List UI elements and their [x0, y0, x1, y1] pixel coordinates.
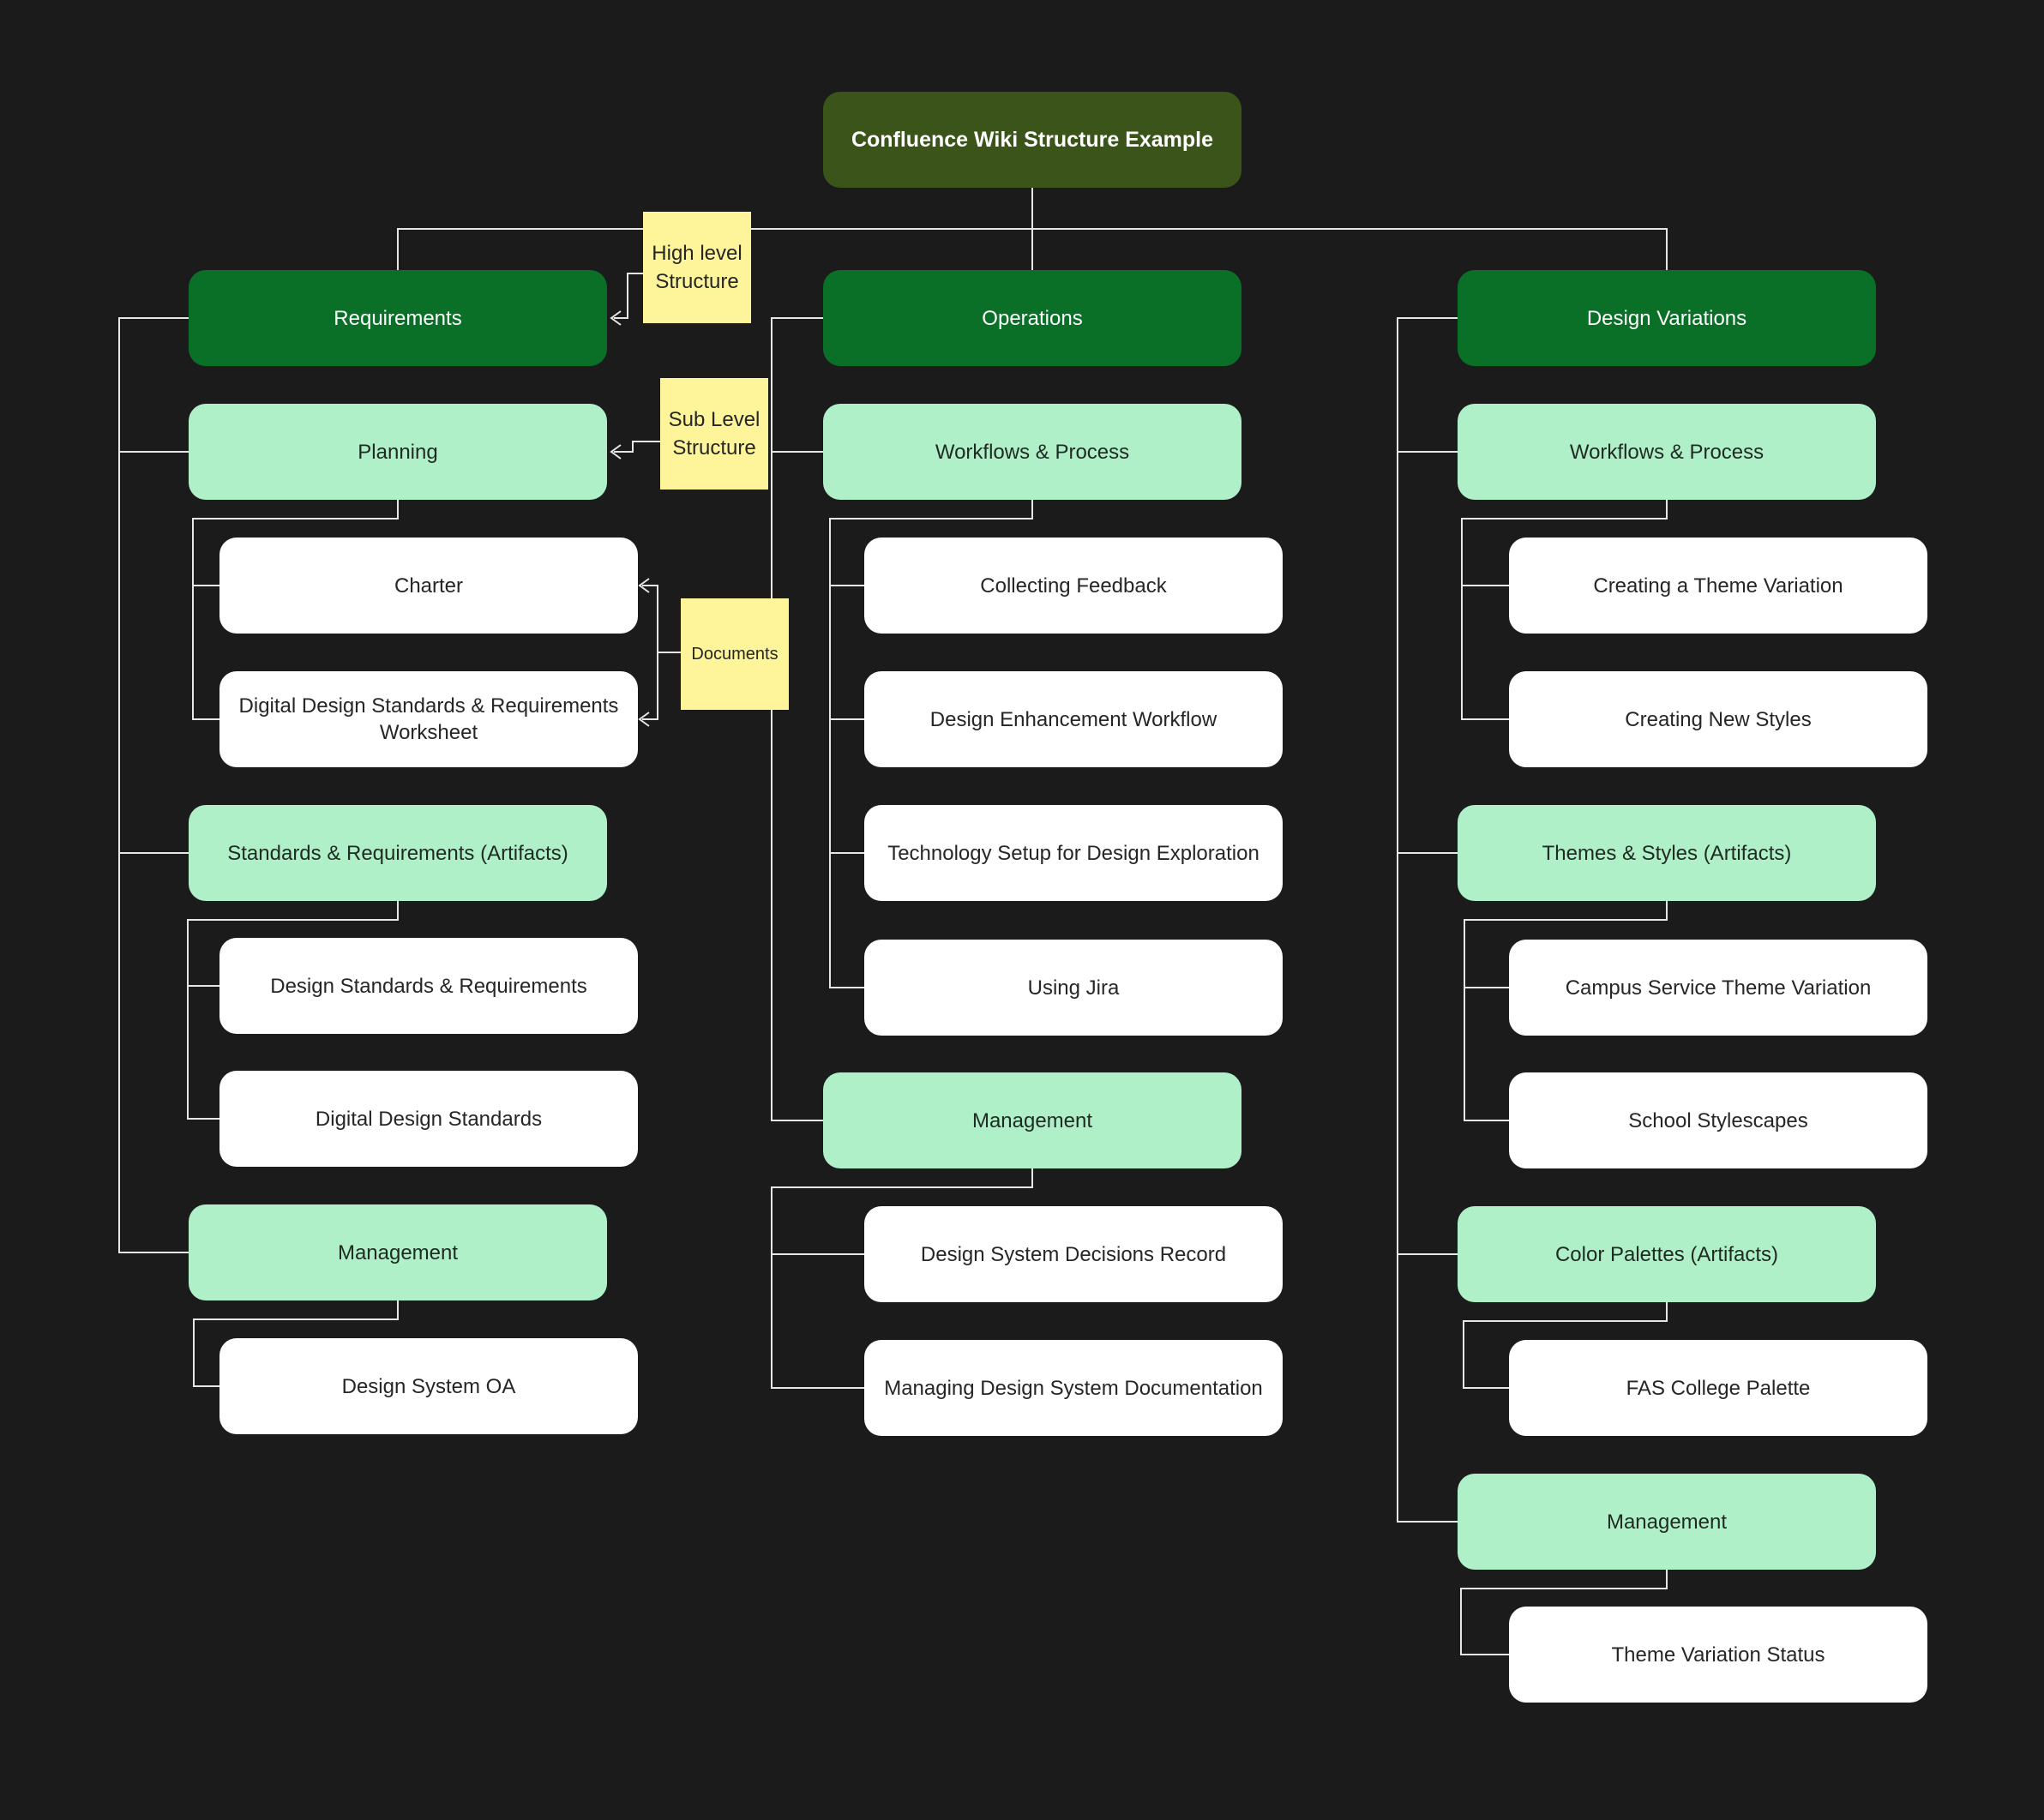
branch-operations[interactable]: Operations — [823, 270, 1241, 366]
page-creating-theme-variation[interactable]: Creating a Theme Variation — [1509, 538, 1927, 634]
branch-requirements[interactable]: Requirements — [189, 270, 607, 366]
page-digital-design-standards[interactable]: Digital Design Standards — [219, 1071, 638, 1167]
connector-requirements-sections — [118, 317, 189, 1253]
sticky-sub-level-structure[interactable]: Sub Level Structure — [660, 378, 768, 490]
sticky-documents[interactable]: Documents — [681, 598, 789, 710]
page-design-system-oa[interactable]: Design System OA — [219, 1338, 638, 1434]
page-using-jira[interactable]: Using Jira — [864, 940, 1283, 1036]
connector-dv-palettes-docs — [1463, 1302, 1668, 1389]
page-design-enhancement-workflow[interactable]: Design Enhancement Workflow — [864, 671, 1283, 767]
annotation-arrow-sub-level-head — [610, 444, 622, 460]
annotation-arrow-high-level — [614, 273, 643, 319]
connector-planning-docs — [192, 500, 399, 720]
page-theme-variation-status[interactable]: Theme Variation Status — [1509, 1607, 1927, 1703]
annotation-arrow-high-level-head — [610, 310, 622, 326]
section-planning[interactable]: Planning — [189, 404, 607, 500]
page-school-stylescapes[interactable]: School Stylescapes — [1509, 1072, 1927, 1168]
page-campus-service-theme[interactable]: Campus Service Theme Variation — [1509, 940, 1927, 1036]
connector-dv-workflows-docs — [1461, 500, 1668, 720]
page-charter[interactable]: Charter — [219, 538, 638, 634]
section-ops-workflows[interactable]: Workflows & Process — [823, 404, 1241, 500]
annotation-arrow-documents-head — [638, 578, 650, 727]
page-collecting-feedback[interactable]: Collecting Feedback — [864, 538, 1283, 634]
page-technology-setup[interactable]: Technology Setup for Design Exploration — [864, 805, 1283, 901]
branch-design-variations[interactable]: Design Variations — [1458, 270, 1876, 366]
section-standards-requirements[interactable]: Standards & Requirements (Artifacts) — [189, 805, 607, 901]
section-themes-styles[interactable]: Themes & Styles (Artifacts) — [1458, 805, 1876, 901]
page-managing-documentation[interactable]: Managing Design System Documentation — [864, 1340, 1283, 1436]
connector-dv-themes-docs — [1464, 901, 1668, 1121]
section-color-palettes[interactable]: Color Palettes (Artifacts) — [1458, 1206, 1876, 1302]
connector-variations-sections — [1397, 317, 1458, 1523]
connector-root-bus — [397, 188, 1668, 270]
connector-ops-workflows-docs — [829, 500, 1033, 988]
page-creating-new-styles[interactable]: Creating New Styles — [1509, 671, 1927, 767]
connector-standards-docs — [187, 901, 399, 1120]
section-dv-management[interactable]: Management — [1458, 1474, 1876, 1570]
connector-dv-management-docs — [1460, 1570, 1668, 1655]
connector-operations-sections — [771, 317, 823, 1121]
root-node[interactable]: Confluence Wiki Structure Example — [823, 92, 1241, 188]
section-ops-management[interactable]: Management — [823, 1072, 1241, 1168]
section-requirements-management[interactable]: Management — [189, 1204, 607, 1300]
connector-management-docs — [193, 1300, 399, 1387]
annotation-arrow-sub-level — [614, 441, 660, 453]
page-fas-college-palette[interactable]: FAS College Palette — [1509, 1340, 1927, 1436]
page-digital-design-standards-worksheet[interactable]: Digital Design Standards & Requirements … — [219, 671, 638, 767]
annotation-arrow-documents — [642, 585, 681, 720]
section-dv-workflows[interactable]: Workflows & Process — [1458, 404, 1876, 500]
connector-ops-management-docs — [771, 1168, 1033, 1389]
page-design-standards-requirements[interactable]: Design Standards & Requirements — [219, 938, 638, 1034]
sticky-high-level-structure[interactable]: High level Structure — [643, 212, 751, 323]
page-design-system-decisions-record[interactable]: Design System Decisions Record — [864, 1206, 1283, 1302]
